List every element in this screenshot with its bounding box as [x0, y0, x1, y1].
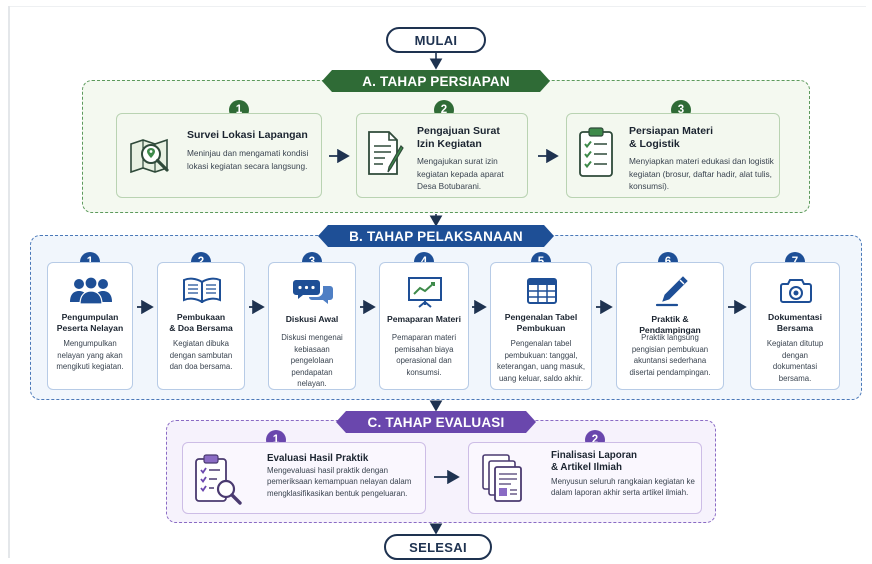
- step-description: Pemaparan materi pemisahan biaya operasi…: [391, 333, 457, 377]
- step-card-pengenalan-tabel: Pengenalan Tabel Pembukuan Pengenalan ta…: [490, 262, 592, 390]
- camera-icon: [780, 279, 812, 303]
- stage-a-banner: A. TAHAP PERSIAPAN: [322, 70, 550, 92]
- stage-c-banner: C. TAHAP EVALUASI: [336, 411, 536, 433]
- step-description: Pengenalan tabel pembukuan: tanggal, ket…: [497, 339, 585, 383]
- table-icon: [527, 278, 557, 304]
- step-title: Pengumpulan Peserta Nelayan: [56, 312, 124, 333]
- step-title: Finalisasi Laporan & Artikel Ilmiah: [551, 450, 638, 473]
- step-description: Mengumpulkan nelayan yang akan mengikuti…: [56, 339, 124, 371]
- step-description: Meninjau dan mengamati kondisi lokasi ke…: [187, 148, 309, 171]
- step-title: Pembukaan & Doa Bersama: [169, 312, 233, 333]
- step-card-survei-lokasi: Survei Lokasi Lapangan Meninjau dan meng…: [116, 113, 322, 198]
- end-terminal: SELESAI: [384, 534, 492, 560]
- step-description: Mengajukan surat izin kegiatan kepada ap…: [417, 156, 504, 191]
- open-book-icon: [183, 277, 221, 303]
- presentation-board-icon: [408, 277, 442, 308]
- step-title: Pengajuan Surat Izin Kegiatan: [417, 125, 500, 150]
- step-card-pengumpulan-peserta: Pengumpulan Peserta Nelayan Mengumpulkan…: [47, 262, 133, 390]
- step-card-dokumentasi: Dokumentasi Bersama Kegiatan ditutup den…: [750, 262, 840, 390]
- document-pen-icon: [368, 131, 404, 175]
- step-description: Menyiapkan materi edukasi dan logistik k…: [629, 156, 774, 191]
- page-edge: [8, 6, 10, 558]
- step-card-finalisasi-laporan: Finalisasi Laporan & Artikel Ilmiah Meny…: [468, 442, 702, 514]
- stage-b-banner: B. TAHAP PELAKSANAAN: [318, 225, 554, 247]
- step-title: Evaluasi Hasil Praktik: [267, 453, 369, 464]
- step-title: Praktik & Pendampingan: [639, 314, 701, 335]
- step-description: Diskusi mengenai kebiasaan pengelolaan p…: [281, 333, 343, 388]
- step-title: Survei Lokasi Lapangan: [187, 129, 308, 141]
- step-card-diskusi-awal: Diskusi Awal Diskusi mengenai kebiasaan …: [268, 262, 356, 390]
- pen-writing-icon: [655, 276, 688, 307]
- start-terminal: MULAI: [386, 27, 486, 53]
- clipboard-magnifier-icon: [195, 454, 242, 505]
- page-edge: [10, 6, 866, 7]
- step-description: Menyusun seluruh rangkaian kegiatan ke d…: [551, 477, 695, 498]
- chat-bubbles-icon: [293, 280, 333, 304]
- step-title: Pemaparan Materi: [386, 314, 462, 324]
- step-title: Persiapan Materi & Logistik: [629, 125, 714, 150]
- people-group-icon: [70, 276, 112, 304]
- step-title: Diskusi Awal: [285, 314, 339, 324]
- step-card-evaluasi-hasil: Evaluasi Hasil Praktik Mengevaluasi hasi…: [182, 442, 426, 514]
- step-card-pembukaan: Pembukaan & Doa Bersama Kegiatan dibuka …: [157, 262, 245, 390]
- step-card-pengajuan-surat: Pengajuan Surat Izin Kegiatan Mengajukan…: [356, 113, 528, 198]
- step-description: Kegiatan ditutup dengan dokumentasi bers…: [766, 339, 824, 383]
- checklist-clipboard-icon: [579, 127, 613, 177]
- step-card-pemaparan-materi: Pemaparan Materi Pemaparan materi pemisa…: [379, 262, 469, 390]
- step-card-praktik-pendampingan: Praktik & Pendampingan Praktik langsung …: [616, 262, 724, 390]
- step-title: Pengenalan Tabel Pembukuan: [504, 312, 578, 333]
- step-title: Dokumentasi Bersama: [768, 312, 822, 333]
- step-card-persiapan-materi: Persiapan Materi & Logistik Menyiapkan m…: [566, 113, 780, 198]
- step-description: Mengevaluasi hasil praktik dengan pemeri…: [267, 466, 412, 498]
- map-search-icon: [130, 138, 169, 174]
- step-description: Kegiatan dibuka dengan sambutan dan doa …: [169, 339, 233, 371]
- step-description: Praktik langsung pengisian pembukuan aku…: [629, 333, 711, 377]
- documents-stack-icon: [482, 454, 522, 502]
